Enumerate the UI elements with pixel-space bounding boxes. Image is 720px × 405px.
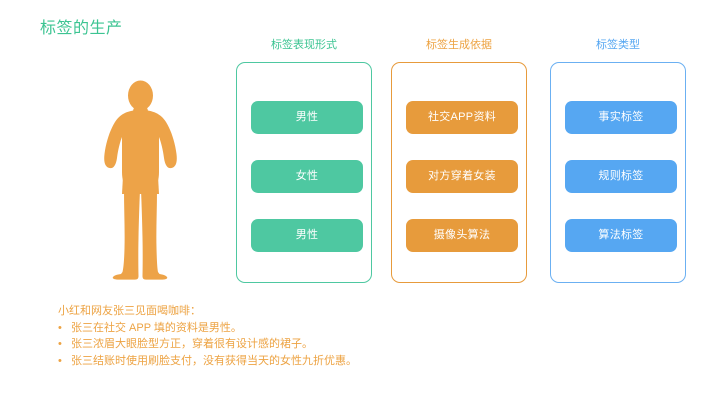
footnote-text: 张三结账时使用刷脸支付，没有获得当天的女性九折优惠。 bbox=[71, 354, 357, 367]
bullet-icon: • bbox=[58, 338, 62, 350]
column-header-tag-type: 标签类型 bbox=[596, 39, 640, 51]
tag-pill[interactable]: 规则标签 bbox=[565, 160, 677, 193]
tag-pill[interactable]: 男性 bbox=[251, 219, 363, 252]
tag-pill[interactable]: 男性 bbox=[251, 101, 363, 134]
footnote-item: • 张三结账时使用刷脸支付，没有获得当天的女性九折优惠。 bbox=[58, 353, 618, 370]
column-header-tag-expression: 标签表现形式 bbox=[271, 39, 337, 51]
footnote-item: • 张三在社交 APP 填的资料是男性。 bbox=[58, 320, 618, 337]
tag-pill[interactable]: 女性 bbox=[251, 160, 363, 193]
tag-pill[interactable]: 社交APP资料 bbox=[406, 101, 518, 134]
column-box-tag-type: 事实标签 规则标签 算法标签 bbox=[550, 62, 686, 283]
footnote-item: • 张三浓眉大眼脸型方正，穿着很有设计感的裙子。 bbox=[58, 336, 618, 353]
page-title: 标签的生产 bbox=[40, 20, 123, 37]
footnote-heading: 小红和网友张三见面喝咖啡： bbox=[58, 305, 201, 317]
column-box-tag-basis: 社交APP资料 对方穿着女装 摄像头算法 bbox=[391, 62, 527, 283]
tag-pill[interactable]: 摄像头算法 bbox=[406, 219, 518, 252]
person-silhouette-icon bbox=[93, 80, 188, 285]
bullet-icon: • bbox=[58, 354, 62, 367]
footnote-text: 张三在社交 APP 填的资料是男性。 bbox=[71, 321, 242, 334]
bullet-icon: • bbox=[58, 321, 62, 334]
tag-pill[interactable]: 算法标签 bbox=[565, 219, 677, 252]
footnote-text: 张三浓眉大眼脸型方正，穿着很有设计感的裙子。 bbox=[71, 338, 313, 350]
footnote-block: 小红和网友张三见面喝咖啡： • 张三在社交 APP 填的资料是男性。 • 张三浓… bbox=[58, 303, 618, 369]
tag-pill[interactable]: 事实标签 bbox=[565, 101, 677, 134]
tag-pill[interactable]: 对方穿着女装 bbox=[406, 160, 518, 193]
column-header-tag-basis: 标签生成依据 bbox=[426, 39, 492, 51]
column-box-tag-expression: 男性 女性 男性 bbox=[236, 62, 372, 283]
